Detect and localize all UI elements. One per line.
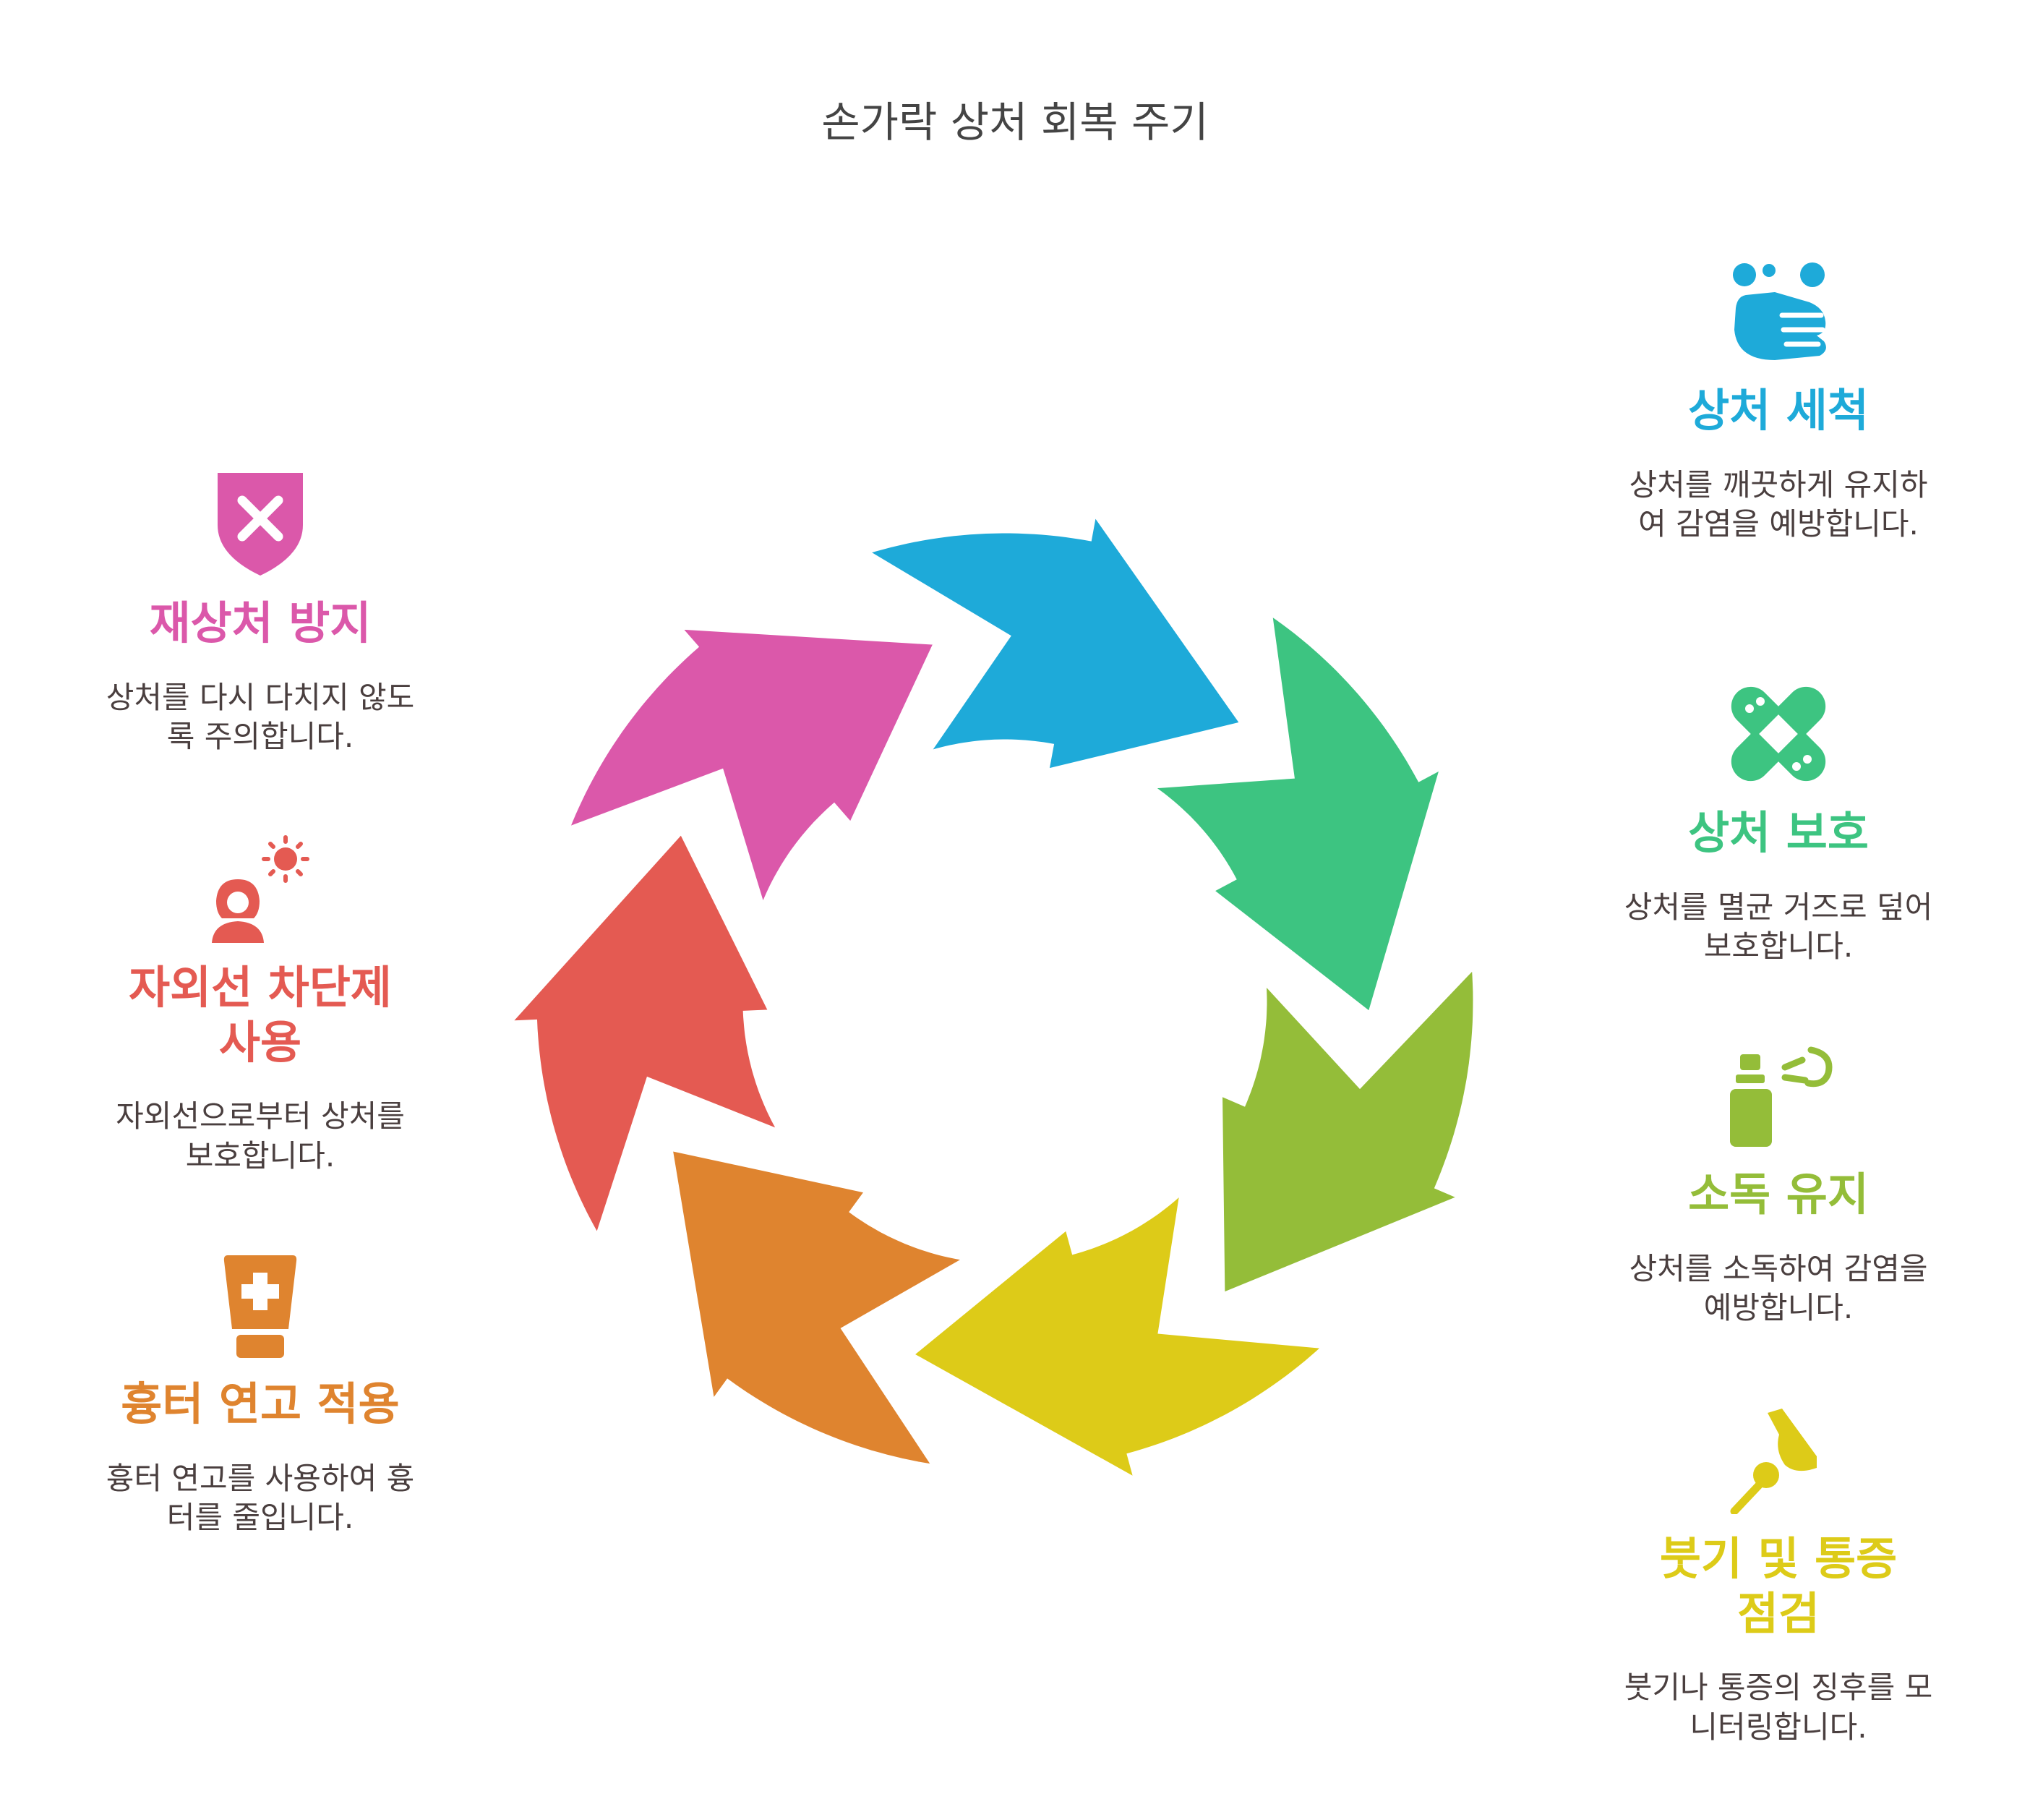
cycle-arrow-wash (862, 509, 1245, 773)
cycle-arrow-protect (1147, 610, 1445, 1017)
hand-wash-icon (1733, 262, 1826, 360)
step-uv: 자외선 차단제 사용 자외선으로부터 상처를 보호합니다. (101, 834, 419, 1176)
step-wash: 상처 세척 상처를 깨끗하게 유지하여 감염을 예방합니다. (1619, 257, 1937, 544)
step-uv-desc: 자외선으로부터 상처를 보호합니다. (116, 1098, 405, 1174)
shield-x-icon (218, 473, 303, 576)
spray-icon (1730, 1046, 1833, 1147)
step-prevent-heading: 재상처 방지 (149, 597, 372, 649)
step-wash-desc: 상처를 깨끗하게 유지하여 감염을 예방합니다. (1629, 466, 1928, 542)
step-ointment-desc: 흉터 연고를 사용하여 흉터를 줄입니다. (106, 1460, 415, 1536)
step-uv-heading: 자외선 차단제 사용 (129, 961, 392, 1069)
bandage-icon (1731, 686, 1826, 782)
cycle-arrow-uv (505, 829, 784, 1240)
step-check: 붓기 및 통증 점검 붓기나 통증의 징후를 모니터링합니다. (1619, 1406, 1937, 1747)
page-title: 손가락 상처 회복 주기 (821, 98, 1209, 147)
cycle-arrow-disinfect (1218, 963, 1477, 1297)
cycle-arrow-check (909, 1187, 1328, 1483)
ointment-tube-icon (223, 1255, 297, 1358)
step-protect-desc: 상처를 멸균 거즈로 덮어 보호합니다. (1624, 889, 1933, 965)
step-ointment: 흉터 연고 적용 흉터 연고를 사용하여 흉터를 줄입니다. (101, 1251, 419, 1538)
step-protect: 상처 보호 상처를 멸균 거즈로 덮어 보호합니다. (1619, 680, 1937, 967)
cycle-arrow-ointment (669, 1147, 972, 1469)
step-disinfect: 소독 유지 상처를 소독하여 감염을 예방합니다. (1619, 1041, 1937, 1328)
person-sun-icon (212, 835, 309, 943)
step-wash-heading: 상처 세척 (1688, 384, 1869, 437)
step-disinfect-heading: 소독 유지 (1688, 1168, 1869, 1221)
step-check-heading: 붓기 및 통증 점검 (1659, 1532, 1898, 1640)
step-protect-heading: 상처 보호 (1688, 806, 1869, 859)
step-ointment-heading: 흉터 연고 적용 (121, 1377, 400, 1430)
swab-icon (1730, 1409, 1817, 1514)
step-disinfect-desc: 상처를 소독하여 감염을 예방합니다. (1629, 1250, 1928, 1326)
cycle-arrow-prevent (565, 625, 938, 912)
step-check-desc: 붓기나 통증의 징후를 모니터링합니다. (1624, 1670, 1933, 1745)
step-prevent: 재상처 방지 상처를 다시 다치지 않도록 주의합니다. (101, 470, 419, 757)
step-prevent-desc: 상처를 다시 다치지 않도록 주의합니다. (106, 679, 415, 755)
